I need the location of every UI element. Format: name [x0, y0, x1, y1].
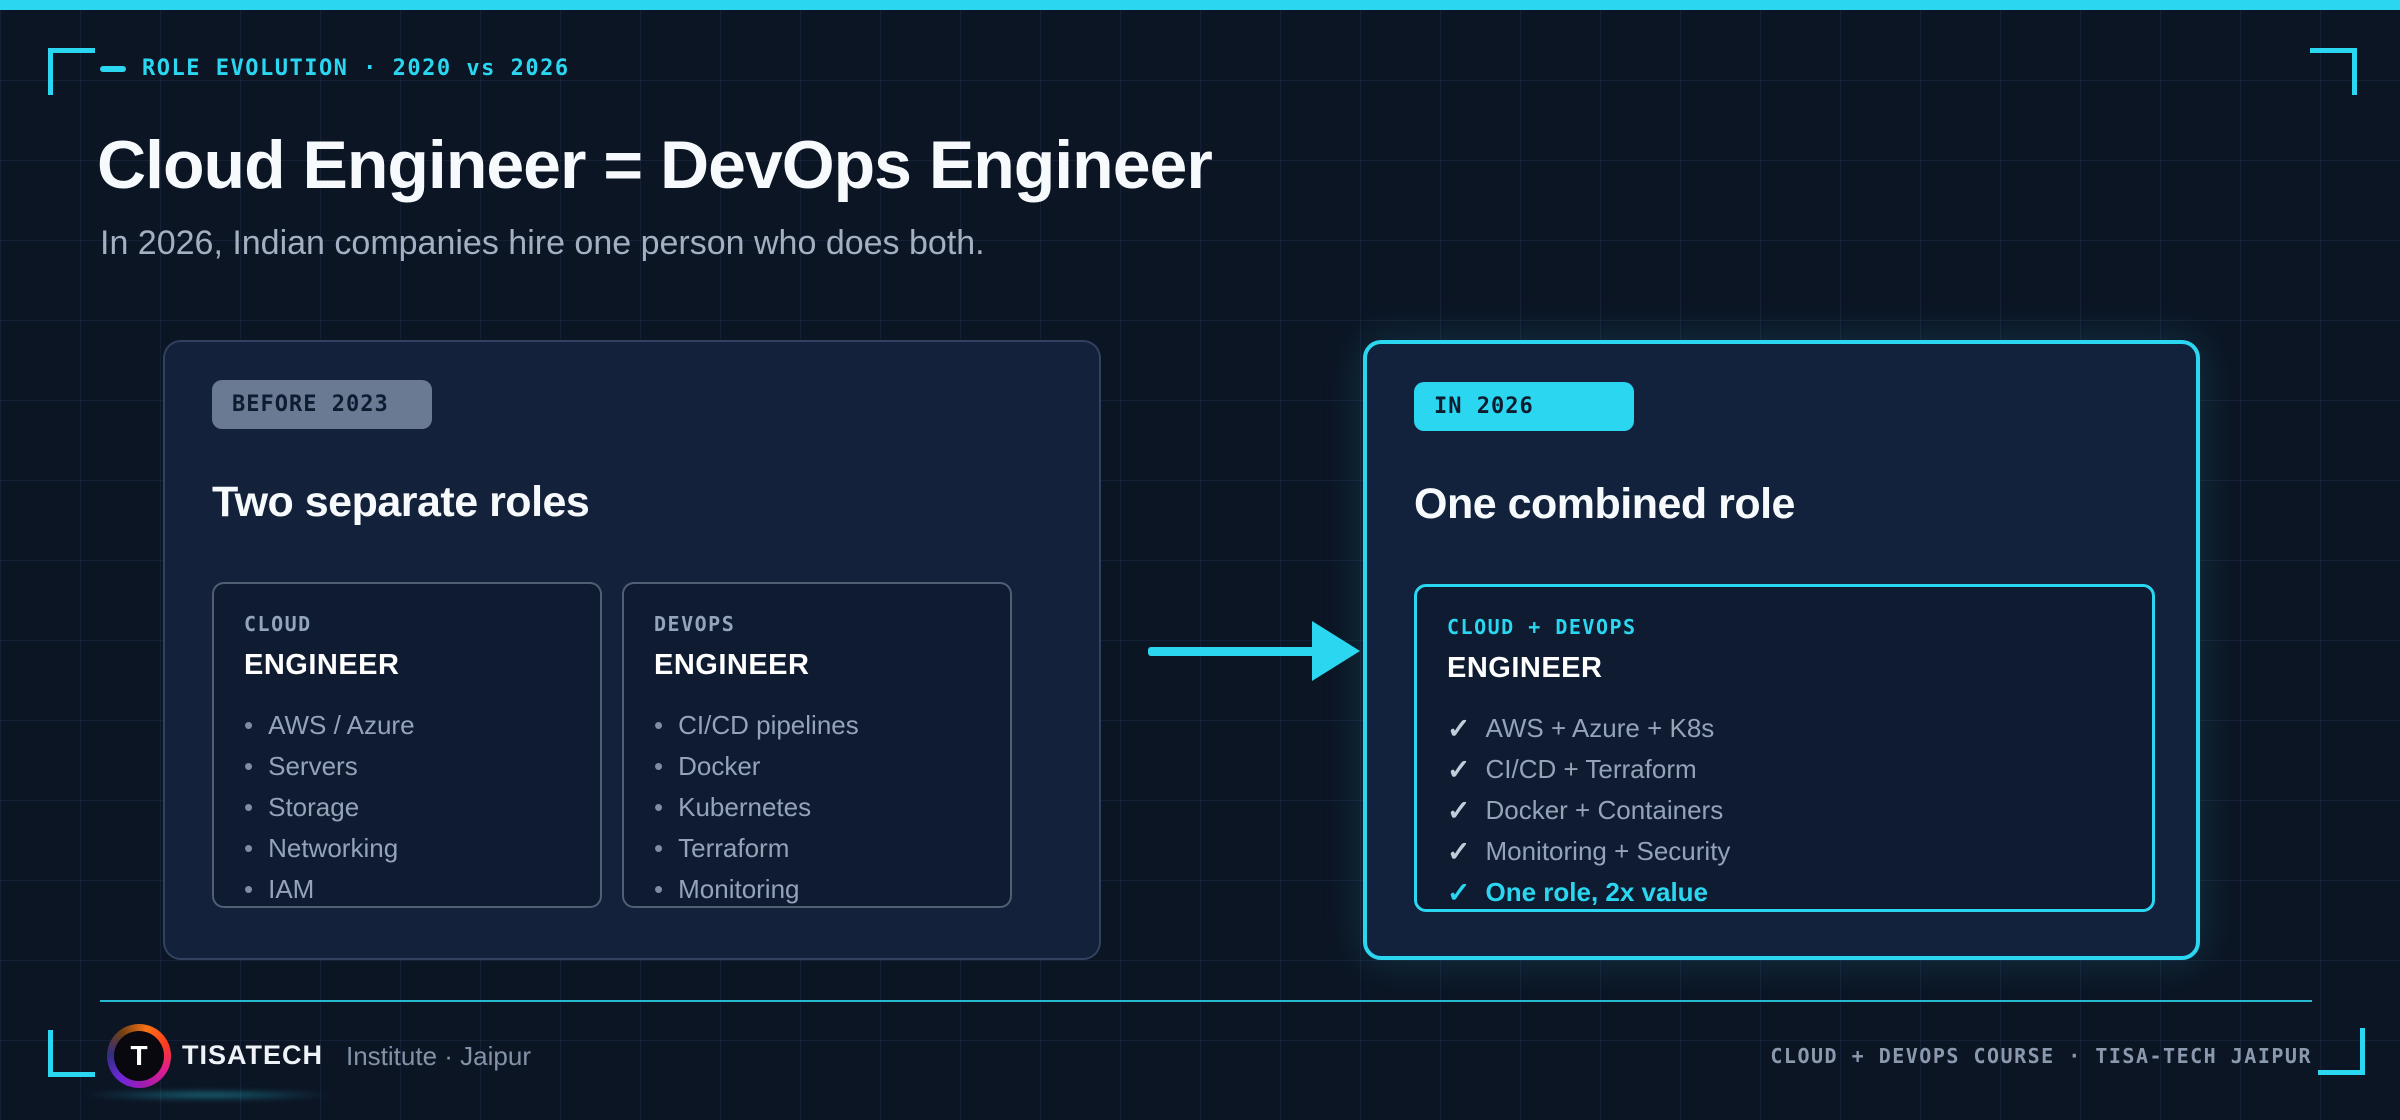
page-subtitle: In 2026, Indian companies hire one perso…: [100, 224, 985, 262]
check-icon: ✓: [1447, 795, 1471, 826]
list-item-text: CI/CD pipelines: [678, 710, 859, 740]
bullet-icon: •: [654, 751, 664, 781]
list-item: • Storage: [244, 787, 570, 828]
check-icon: ✓: [1447, 754, 1471, 785]
logo-glow: [78, 1090, 338, 1100]
before-panel: BEFORE 2023 Two separate roles CLOUD ENG…: [163, 340, 1101, 960]
role-skill-list: • AWS / Azure • Servers • Storage • Netw…: [244, 705, 570, 910]
footer-divider: [100, 1000, 2312, 1002]
eyebrow-label: ROLE EVOLUTION · 2020 vs 2026: [142, 56, 570, 81]
page-title: Cloud Engineer = DevOps Engineer: [97, 127, 1213, 203]
list-item: ✓ AWS + Azure + K8s: [1447, 708, 2122, 749]
brand-tagline: Institute · Jaipur: [346, 1041, 531, 1071]
role-title: ENGINEER: [654, 649, 810, 681]
list-item-text: One role, 2x value: [1485, 877, 1709, 907]
list-item: • Networking: [244, 828, 570, 869]
after-badge: IN 2026: [1414, 382, 1634, 431]
list-item-text: Monitoring: [678, 874, 800, 904]
bullet-icon: •: [244, 833, 254, 863]
check-icon: ✓: [1447, 836, 1471, 867]
list-item-highlight: ✓ One role, 2x value: [1447, 872, 2122, 913]
list-item-text: Kubernetes: [678, 792, 812, 822]
list-item: ✓ Monitoring + Security: [1447, 831, 2122, 872]
logo-letter: T: [114, 1031, 164, 1081]
list-item-text: Docker + Containers: [1485, 795, 1724, 825]
list-item-text: CI/CD + Terraform: [1485, 754, 1697, 784]
list-item-text: IAM: [268, 874, 315, 904]
role-title: ENGINEER: [244, 649, 400, 681]
list-item-text: Networking: [268, 833, 399, 863]
cloud-role-card: CLOUD ENGINEER • AWS / Azure • Servers •…: [212, 582, 602, 908]
footer-course-label: CLOUD + DEVOPS COURSE · TISA-TECH JAIPUR: [1770, 1044, 2312, 1068]
corner-bracket-top-left-icon: [48, 48, 95, 95]
bullet-icon: •: [654, 710, 664, 740]
combined-role-card: CLOUD + DEVOPS ENGINEER ✓ AWS + Azure + …: [1414, 584, 2155, 912]
transition-arrow-icon: [1148, 621, 1364, 681]
list-item-text: AWS / Azure: [268, 710, 415, 740]
arrow-line: [1148, 647, 1318, 656]
after-heading: One combined role: [1414, 480, 1795, 528]
before-heading: Two separate roles: [212, 478, 590, 526]
before-badge: BEFORE 2023: [212, 380, 432, 429]
list-item-text: Terraform: [678, 833, 790, 863]
after-panel: IN 2026 One combined role CLOUD + DEVOPS…: [1363, 340, 2200, 960]
role-skill-list: • CI/CD pipelines • Docker • Kubernetes …: [654, 705, 980, 910]
list-item: • AWS / Azure: [244, 705, 570, 746]
list-item-text: AWS + Azure + K8s: [1485, 713, 1715, 743]
list-item-text: Storage: [268, 792, 360, 822]
list-item: • Monitoring: [654, 869, 980, 910]
list-item-text: Docker: [678, 751, 761, 781]
corner-bracket-bottom-right-icon: [2318, 1028, 2365, 1075]
list-item: • Docker: [654, 746, 980, 787]
role-label: DEVOPS: [654, 612, 736, 636]
arrow-head: [1312, 621, 1360, 681]
list-item: • CI/CD pipelines: [654, 705, 980, 746]
list-item: • IAM: [244, 869, 570, 910]
bullet-icon: •: [244, 710, 254, 740]
list-item: • Servers: [244, 746, 570, 787]
check-icon: ✓: [1447, 713, 1471, 744]
bullet-icon: •: [244, 874, 254, 904]
role-label: CLOUD + DEVOPS: [1447, 615, 1637, 639]
tisatech-logo-icon: T: [107, 1024, 171, 1088]
list-item: ✓ Docker + Containers: [1447, 790, 2122, 831]
list-item: • Terraform: [654, 828, 980, 869]
bullet-icon: •: [244, 751, 254, 781]
list-item-text: Servers: [268, 751, 358, 781]
check-icon: ✓: [1447, 877, 1471, 908]
list-item: • Kubernetes: [654, 787, 980, 828]
corner-bracket-top-right-icon: [2310, 48, 2357, 95]
top-accent-bar: [0, 0, 2400, 10]
brand-name: TISATECH: [182, 1040, 323, 1070]
devops-role-card: DEVOPS ENGINEER • CI/CD pipelines • Dock…: [622, 582, 1012, 908]
bullet-icon: •: [654, 792, 664, 822]
eyebrow-dash-icon: [100, 65, 126, 72]
list-item-text: Monitoring + Security: [1485, 836, 1731, 866]
eyebrow: ROLE EVOLUTION · 2020 vs 2026: [100, 56, 570, 81]
role-label: CLOUD: [244, 612, 312, 636]
bullet-icon: •: [654, 833, 664, 863]
role-title: ENGINEER: [1447, 652, 1603, 684]
role-skill-list: ✓ AWS + Azure + K8s ✓ CI/CD + Terraform …: [1447, 708, 2122, 913]
bullet-icon: •: [654, 874, 664, 904]
corner-bracket-bottom-left-icon: [48, 1030, 95, 1077]
before-cards-row: CLOUD ENGINEER • AWS / Azure • Servers •…: [212, 582, 1012, 908]
bullet-icon: •: [244, 792, 254, 822]
list-item: ✓ CI/CD + Terraform: [1447, 749, 2122, 790]
